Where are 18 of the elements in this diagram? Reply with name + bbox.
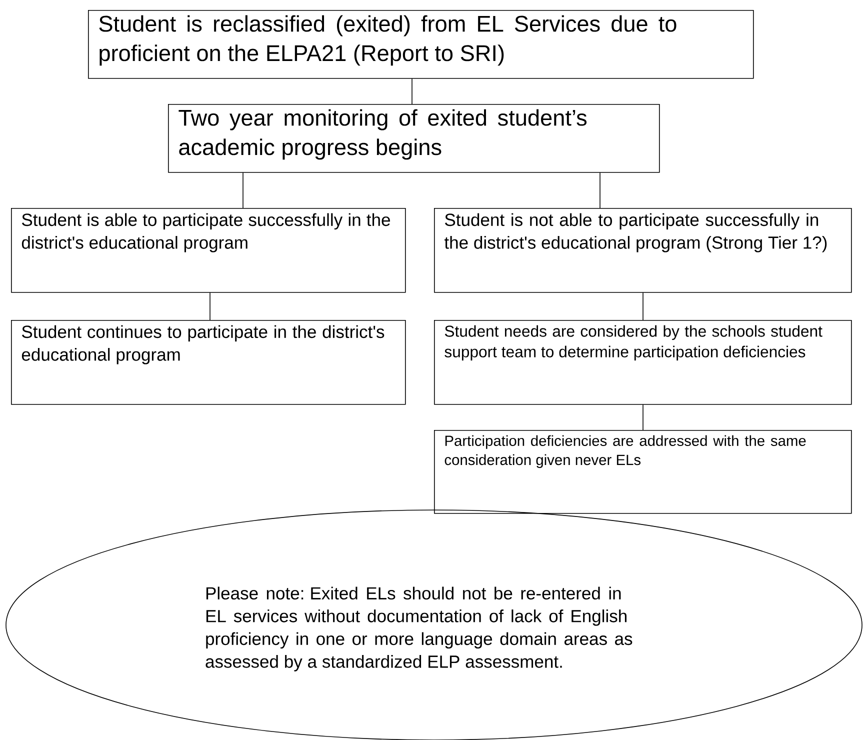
note-text: Please note: Exited ELs should not be re-entered in EL services without documentation of lack of English proficiency in one or more language domain areas as assessed by a standardized ELP assessment.	[206, 586, 632, 672]
process-box	[434, 320, 852, 405]
box-text: Student is able to participate successfully in the district's educational program	[22, 213, 390, 252]
box-text: Two year monitoring of exited student’s academic progress begins	[178, 109, 587, 160]
box-text: Student is not able to participate successfully in the district's educational program (Strong Tier 1?)	[444, 213, 827, 252]
box-text: Participation deficiencies are addressed with the same consideration given never ELs	[444, 435, 806, 468]
process-box	[11, 320, 406, 405]
box-text: Student needs are considered by the schools student support team to determine participation deficiencies	[444, 325, 822, 361]
process-box	[434, 208, 852, 293]
box-text: Student continues to participate in the district's educational program	[22, 325, 384, 364]
process-box	[168, 104, 660, 173]
box-text: Student is reclassified (exited) from EL Services due to proficient on the ELPA21 (Report to SRI)	[99, 15, 676, 66]
process-box	[88, 10, 754, 79]
process-box	[11, 208, 406, 293]
connector-line	[642, 292, 644, 320]
connector-line	[242, 172, 244, 208]
connector-line	[642, 404, 644, 430]
process-box	[434, 430, 852, 514]
